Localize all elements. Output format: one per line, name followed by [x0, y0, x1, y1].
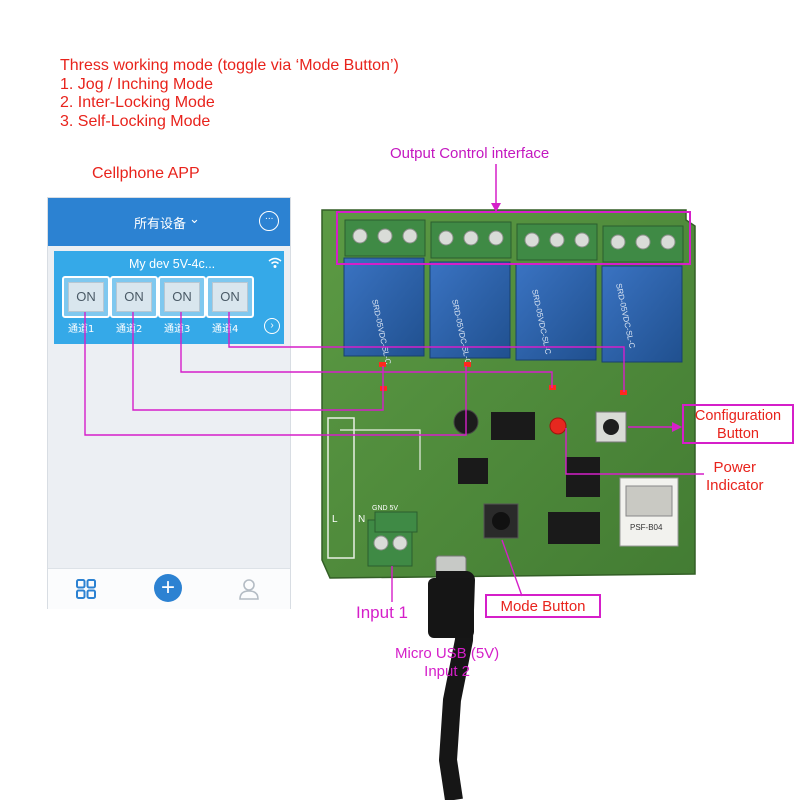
power-leader — [565, 428, 704, 475]
configuration-button-cap[interactable] — [603, 419, 619, 435]
power-led — [549, 417, 567, 435]
channel-2-switch[interactable]: ON — [110, 276, 158, 318]
power-label-line1: Power — [713, 459, 757, 476]
micro-usb-label: Micro USB (5V) Input 2 — [395, 645, 499, 681]
phone-app-screen: 所有设备 ⌄ ··· My dev 5V-4c... ON ON ON ON 通… — [47, 197, 291, 609]
channel-3-on-button[interactable]: ON — [164, 282, 200, 312]
channel-3-switch[interactable]: ON — [158, 276, 206, 318]
power-indicator-label: Power Indicator — [706, 459, 764, 495]
channel-2-label: 通道2 — [116, 324, 143, 335]
device-name: My dev 5V-4c... — [129, 257, 216, 271]
tab-bar: + — [48, 568, 290, 609]
channel-3-label: 通道3 — [164, 324, 191, 335]
app-caption: Cellphone APP — [92, 165, 200, 182]
chevron-down-icon[interactable]: ⌄ — [189, 211, 200, 226]
add-icon[interactable]: + — [154, 574, 182, 602]
mode-item-2: 2. Inter-Locking Mode — [60, 94, 215, 111]
device-card[interactable]: My dev 5V-4c... ON ON ON ON 通道1 通道2 通道3 … — [54, 251, 284, 344]
relay-3: SRD-05VDC-SL-C — [515, 263, 597, 361]
app-header: 所有设备 ⌄ ··· — [48, 198, 290, 246]
terminal-label-L: L — [332, 514, 338, 525]
more-icon[interactable]: ··· — [259, 211, 279, 231]
micro-usb-line1: Micro USB (5V) — [395, 645, 500, 662]
configuration-label-line1: Configuration — [694, 408, 782, 424]
mode-button-cap[interactable] — [492, 512, 510, 530]
channel-leader-lines — [84, 312, 625, 436]
usb-plug — [428, 578, 474, 638]
regulator — [458, 458, 488, 484]
micro-usb-line2: Input 2 — [424, 663, 471, 680]
header-title[interactable]: 所有设备 — [134, 217, 187, 232]
output-control-label: Output Control interface — [390, 145, 550, 162]
relay-2: SRD-05VDC-SL-C — [429, 261, 511, 365]
wifi-icon — [268, 257, 282, 268]
ic-chip-3 — [548, 512, 600, 544]
arrow-right-icon[interactable]: › — [264, 318, 280, 334]
power-label-line2: Indicator — [706, 477, 764, 494]
working-modes-text: Thress working mode (toggle via ‘Mode Bu… — [60, 57, 399, 131]
user-icon[interactable] — [238, 578, 260, 600]
configuration-button-label: Configuration Button — [682, 404, 794, 444]
relay-4: SRD-05VDC-SL-C — [601, 265, 683, 363]
channel-2-on-button[interactable]: ON — [116, 282, 152, 312]
configuration-label-line2: Button — [717, 426, 759, 442]
mode-leader — [501, 539, 523, 597]
terminal-label-N: N — [358, 514, 365, 525]
channel-4-switch[interactable]: ON — [206, 276, 254, 318]
wifi-module-label: PSF-B04 — [630, 523, 663, 532]
modes-heading: Thress working mode (toggle via ‘Mode Bu… — [60, 57, 399, 74]
input1-terminal: L N — [332, 511, 418, 567]
relay-1: SRD-05VDC-SL-C — [343, 257, 425, 365]
pcb-board: SRD-05VDC-SL-C SRD-05VDC-SL-C SRD-05VDC-… — [321, 209, 696, 800]
mode-item-3: 3. Self-Locking Mode — [60, 112, 211, 130]
channel-1-label: 通道1 — [68, 324, 95, 335]
input1-label: Input 1 — [356, 603, 408, 622]
mode-button-label: Mode Button — [485, 594, 601, 618]
channel-4-label: 通道4 — [212, 324, 239, 335]
usb-pin-label: GND 5V — [372, 505, 398, 512]
channel-1-on-button[interactable]: ON — [68, 282, 104, 312]
channel-4-on-button[interactable]: ON — [212, 282, 248, 312]
ic-chip-1 — [491, 412, 535, 440]
output-terminal-blocks — [344, 219, 684, 263]
grid-icon[interactable] — [76, 579, 96, 599]
channel-1-switch[interactable]: ON — [62, 276, 110, 318]
mode-item-1: 1. Jog / Inching Mode — [60, 75, 213, 93]
output-control-bracket — [336, 164, 691, 265]
ic-chip-2 — [566, 457, 600, 497]
